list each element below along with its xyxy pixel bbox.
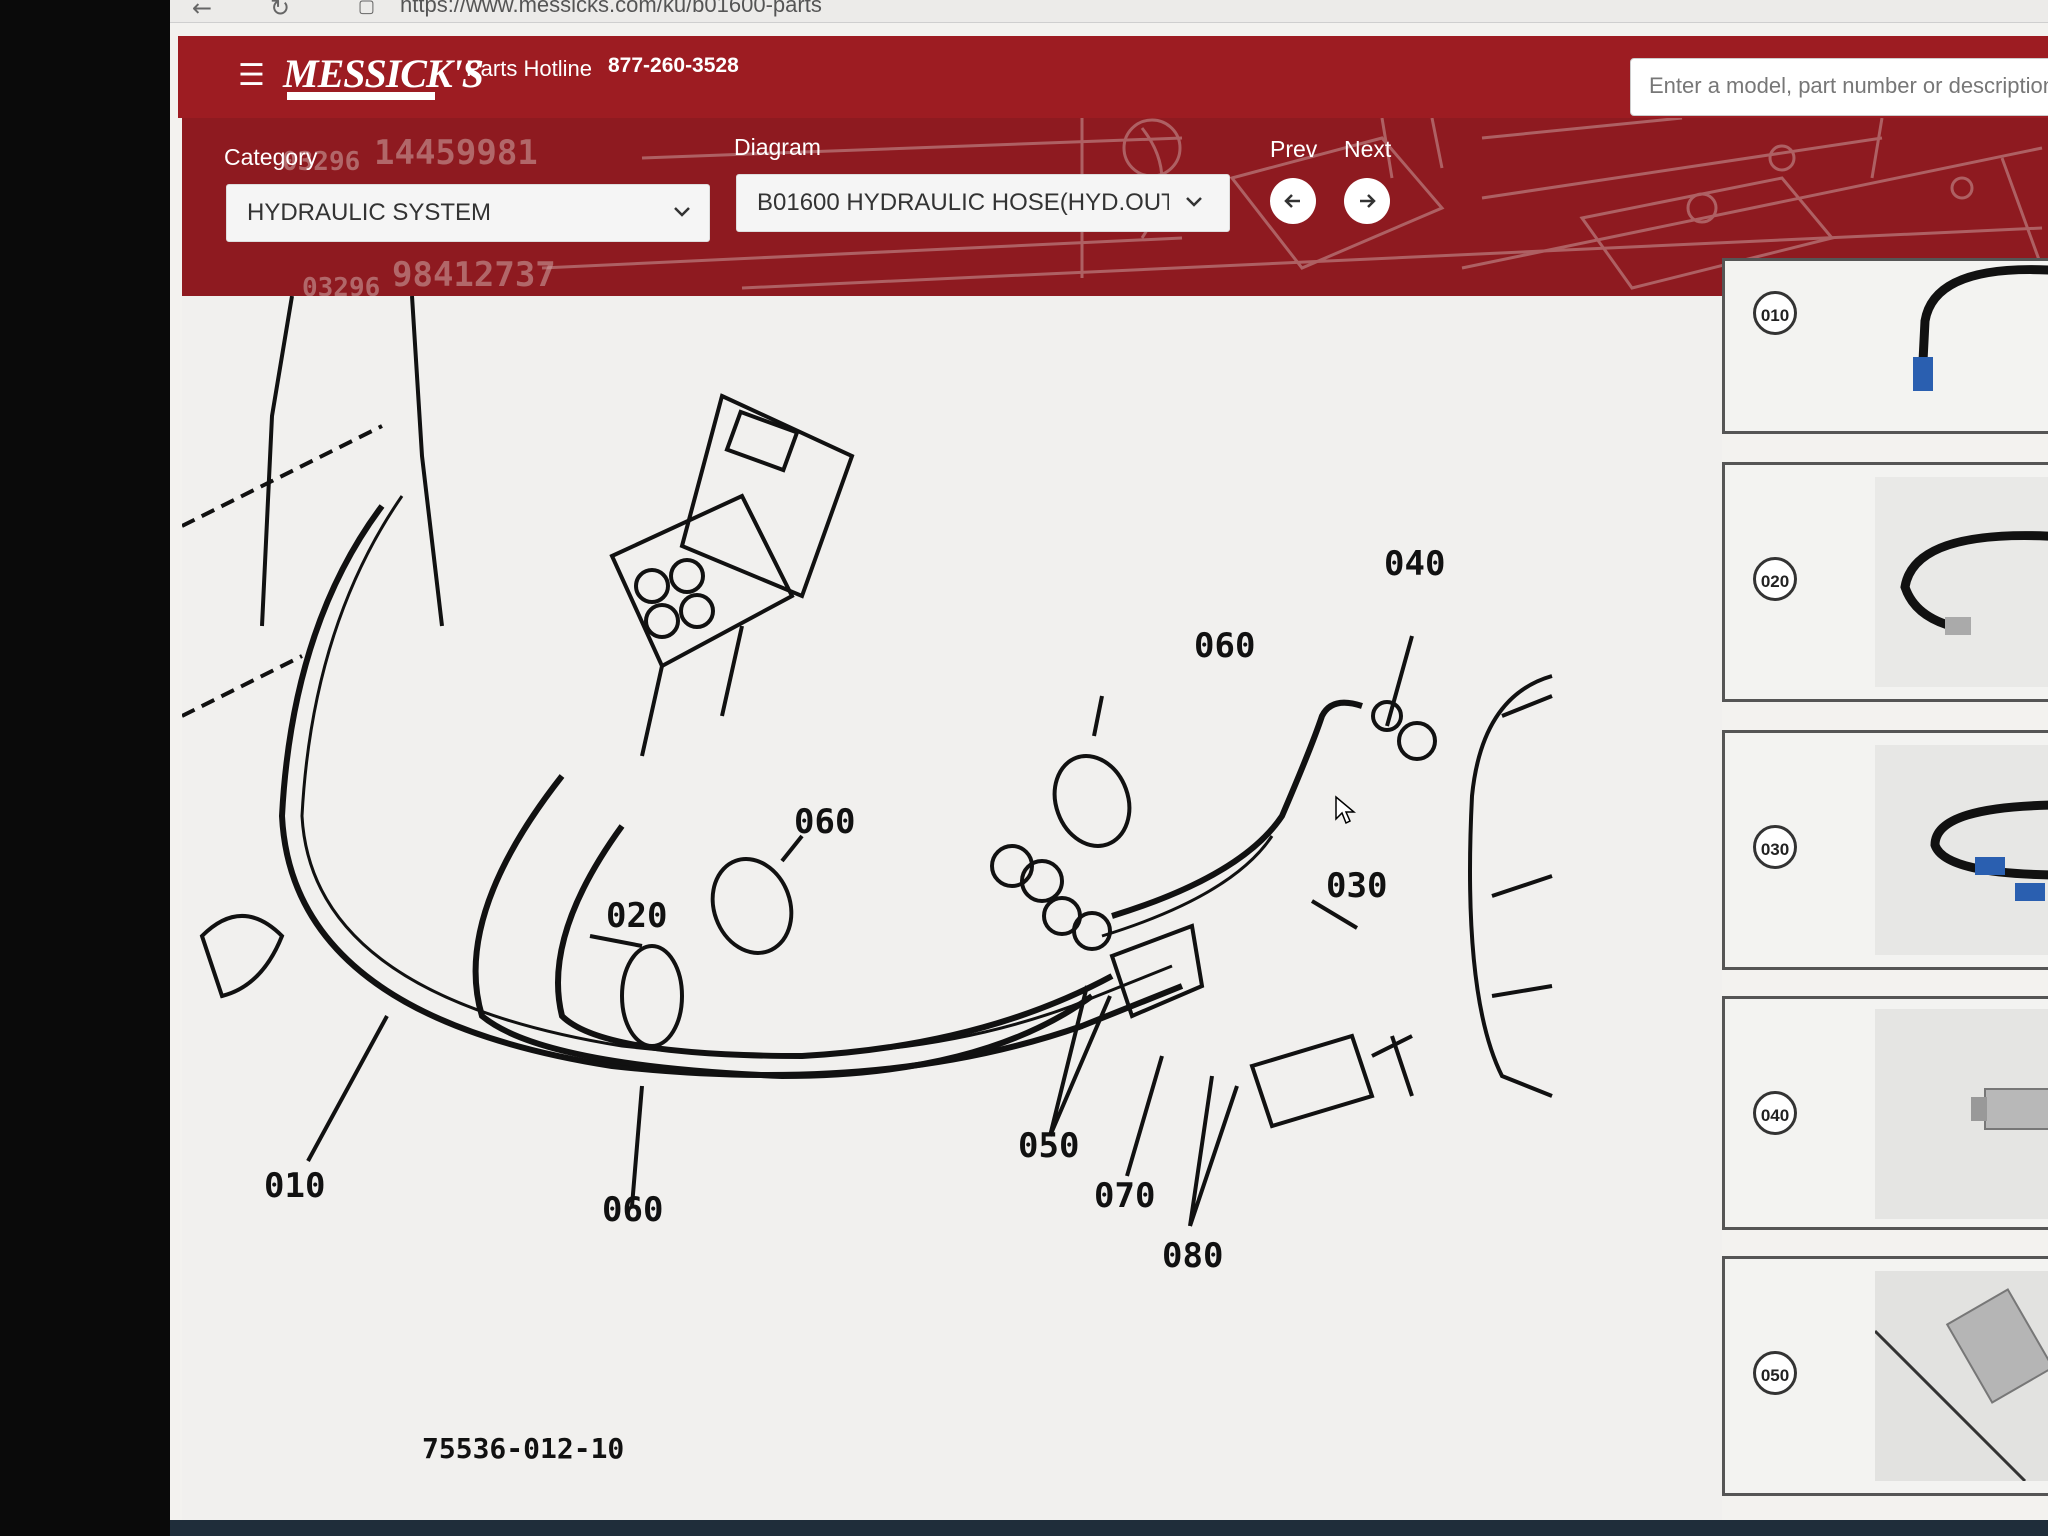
part-card-010[interactable]: 010 [1722,258,2048,434]
part-ref-badge: 020 [1753,557,1797,601]
category-value: HYDRAULIC SYSTEM [247,199,492,226]
diagram-toolbar: 03296 14459981 03296 98412737 Category H… [182,118,2048,296]
prev-button[interactable] [1270,178,1316,224]
browser-address-bar[interactable]: ← ↻ ▢ https://www.messicks.com/ku/b01600… [170,0,2048,23]
category-select[interactable]: HYDRAULIC SYSTEM [226,184,710,242]
part-card-050[interactable]: 050 [1722,1256,2048,1496]
part-ref-badge: 010 [1753,291,1797,335]
part-ref-badge: 030 [1753,825,1797,869]
bg-number-1: 03296 [282,147,360,177]
part-card-040[interactable]: 040 [1722,996,2048,1230]
url-text[interactable]: https://www.messicks.com/ku/b01600-parts [400,0,822,17]
logo-tagline [287,92,435,100]
site-header: ☰ MESSICK'S Parts Hotline 877-260-3528 [178,36,2048,118]
search-input[interactable] [1631,59,2048,113]
category-label: Category [224,144,318,170]
chevron-down-icon [674,207,690,217]
bg-number-3: 03296 [302,273,380,296]
prev-label: Prev [1270,136,1318,162]
logo-text: MESSICK'S [283,51,484,96]
reload-icon[interactable]: ↻ [270,0,291,22]
messicks-logo[interactable]: MESSICK'S [283,50,484,100]
diagram-value: B01600 HYDRAULIC HOSE(HYD.OUTLET) [757,189,1169,216]
fitting-thumbnail-icon [1875,1271,2048,1481]
hamburger-menu-icon[interactable]: ☰ [238,58,265,93]
parts-diagram[interactable] [182,296,1722,1536]
next-label: Next [1344,136,1392,162]
parts-hotline-number[interactable]: 877-260-3528 [608,54,739,77]
diagram-label: Diagram [734,134,821,160]
hose-thumbnail-icon [1913,265,2048,391]
part-card-030[interactable]: 030 [1722,730,2048,970]
toolbar-diagram-background: 03296 14459981 03296 98412737 [282,118,2044,296]
frame-line [410,296,444,627]
part-ref-badge: 040 [1753,1091,1797,1135]
os-taskbar [170,1520,2048,1536]
hose-thumbnail-icon [1875,477,2048,687]
bg-number-4: 98412737 [392,255,556,295]
monitor-bezel [0,0,170,1536]
hydraulic-hose-diagram [182,296,1553,1227]
diagram-select[interactable]: B01600 HYDRAULIC HOSE(HYD.OUTLET) [736,174,1230,232]
parts-list: 010 020 030 040 [1722,258,2048,1536]
parts-hotline-label: Parts Hotline [466,56,592,81]
part-ref-badge: 050 [1753,1351,1797,1395]
arrow-right-icon [1360,194,1376,208]
hose-thumbnail-icon [1875,745,2048,955]
page-info-icon[interactable]: ▢ [358,0,376,17]
browser-screen: ← ↻ ▢ https://www.messicks.com/ku/b01600… [170,0,2048,1536]
search-box[interactable] [1630,58,2048,116]
mouse-cursor-icon [1335,795,1356,825]
arrow-left-icon [1284,194,1300,208]
fitting-thumbnail-icon [1875,1009,2048,1219]
chevron-down-icon [1186,197,1202,207]
frame-line [260,296,294,627]
part-card-020[interactable]: 020 [1722,462,2048,702]
bg-number-2: 14459981 [374,133,538,173]
next-button[interactable] [1344,178,1390,224]
back-arrow-icon[interactable]: ← [192,0,213,22]
